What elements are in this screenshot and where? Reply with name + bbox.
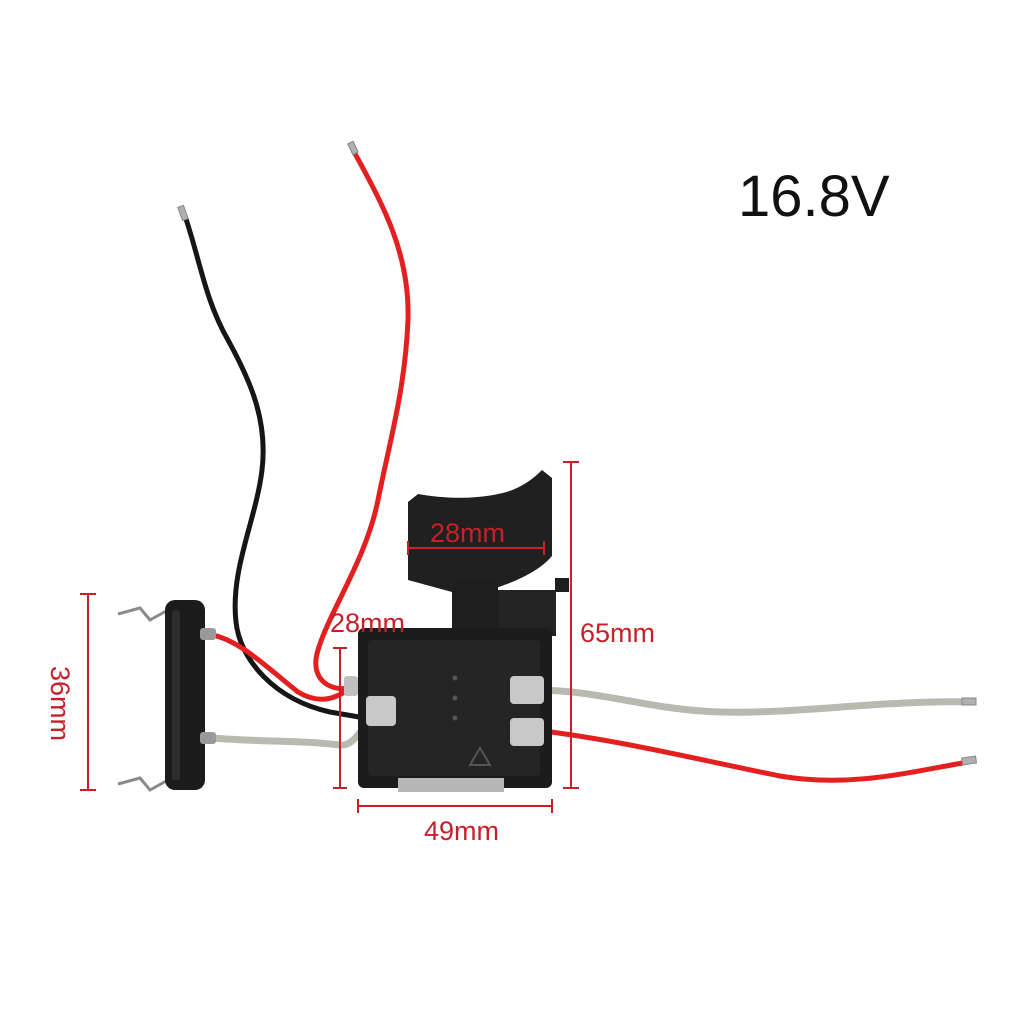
- red-wire-bracket: [209, 632, 353, 702]
- wire-tips: [177, 140, 978, 766]
- total-height-label: 65mm: [580, 618, 656, 648]
- red-wire-top: [313, 145, 411, 692]
- body-depth-label: 28mm: [330, 608, 406, 638]
- wire-bracket: [117, 600, 216, 792]
- red-output-wire: [532, 727, 971, 783]
- bracket-height-label: 36mm: [45, 665, 76, 742]
- voltage-label: 16.8V: [738, 164, 890, 229]
- body-width-label: 49mm: [424, 816, 500, 846]
- wires: [182, 145, 974, 783]
- terminal-right-top: [510, 676, 544, 704]
- switch-body: [344, 470, 569, 792]
- trigger: [408, 470, 552, 592]
- gray-output-wire: [531, 686, 974, 716]
- terminal-left: [366, 696, 396, 726]
- terminal-right-bottom: [510, 718, 544, 746]
- trigger-width-label: 28mm: [430, 518, 506, 548]
- dimension-lines: [80, 461, 579, 813]
- black-wire: [182, 213, 368, 721]
